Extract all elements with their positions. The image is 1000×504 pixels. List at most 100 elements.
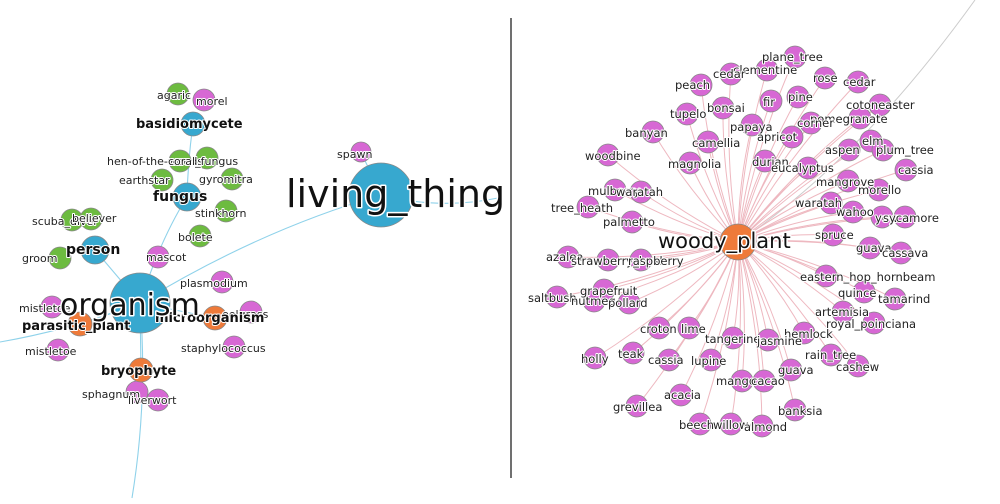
node-banyan[interactable] bbox=[641, 120, 665, 144]
node-holly[interactable] bbox=[583, 346, 607, 370]
node-lupine[interactable] bbox=[699, 348, 723, 372]
node-tangerine[interactable] bbox=[721, 326, 745, 350]
node-hemlock[interactable] bbox=[792, 321, 816, 345]
node-stinkhorn[interactable] bbox=[214, 199, 238, 223]
node-pollard[interactable] bbox=[617, 291, 641, 315]
node-willow[interactable] bbox=[719, 412, 743, 436]
node-woody-plant[interactable] bbox=[719, 223, 757, 261]
node-groom[interactable] bbox=[48, 246, 72, 270]
node-tupelo[interactable] bbox=[675, 102, 699, 126]
node-royal_poinciana[interactable] bbox=[862, 311, 886, 335]
node-staphylococcus[interactable] bbox=[222, 335, 246, 359]
node-spruce[interactable] bbox=[821, 223, 845, 247]
node-teak[interactable] bbox=[621, 341, 645, 365]
node-wahoo[interactable] bbox=[841, 200, 865, 224]
node-guava[interactable] bbox=[779, 358, 803, 382]
node-peach[interactable] bbox=[689, 73, 713, 97]
node-fir[interactable] bbox=[759, 89, 783, 113]
node-gyromitra[interactable] bbox=[220, 167, 244, 191]
node-cedar[interactable] bbox=[846, 70, 870, 94]
node-beech[interactable] bbox=[688, 412, 712, 436]
node-apricot[interactable] bbox=[780, 125, 804, 149]
node-artemisia[interactable] bbox=[831, 300, 855, 324]
node-eelgrass[interactable] bbox=[239, 300, 263, 324]
node-bryophyte[interactable] bbox=[128, 357, 154, 383]
node-eucalyptus[interactable] bbox=[796, 156, 820, 180]
node-cotoneaster[interactable] bbox=[868, 93, 892, 117]
node-papaya[interactable] bbox=[740, 113, 764, 137]
node-aspen[interactable] bbox=[837, 138, 861, 162]
node-cashew[interactable] bbox=[846, 354, 870, 378]
node-organism[interactable] bbox=[109, 272, 171, 334]
node-plasmodium[interactable] bbox=[210, 270, 234, 294]
node-coral_fungus[interactable] bbox=[195, 146, 219, 170]
node-person[interactable] bbox=[80, 235, 110, 265]
node-strawberry_bush[interactable] bbox=[596, 248, 620, 272]
node-tamarind[interactable] bbox=[883, 287, 907, 311]
node-grevillea[interactable] bbox=[625, 394, 649, 418]
node-bolete[interactable] bbox=[188, 224, 212, 248]
node-hen-of-the-woods[interactable] bbox=[168, 149, 192, 173]
node-yew[interactable] bbox=[870, 205, 894, 229]
node-sycamore[interactable] bbox=[893, 205, 917, 229]
right-graph-edge bbox=[737, 56, 796, 243]
node-cedar[interactable] bbox=[719, 62, 743, 86]
node-lime[interactable] bbox=[677, 316, 701, 340]
node-mangrove[interactable] bbox=[836, 169, 860, 193]
node-label-cedar: cedar bbox=[843, 75, 876, 89]
node-mistletoe_b[interactable] bbox=[46, 338, 70, 362]
node-azalea[interactable] bbox=[556, 245, 580, 269]
node-label-camellia: camellia bbox=[692, 136, 740, 150]
node-magnolia[interactable] bbox=[678, 151, 702, 175]
node-corner[interactable] bbox=[799, 111, 823, 135]
node-croton[interactable] bbox=[647, 316, 671, 340]
node-believer[interactable] bbox=[79, 207, 103, 231]
node-pine[interactable] bbox=[786, 85, 810, 109]
node-camellia[interactable] bbox=[696, 130, 720, 154]
node-mulberry[interactable] bbox=[603, 178, 627, 202]
node-cassia[interactable] bbox=[894, 158, 918, 182]
node-label-clementine: clementine bbox=[733, 63, 797, 77]
node-guava[interactable] bbox=[858, 236, 882, 260]
node-nutmeg[interactable] bbox=[582, 289, 606, 313]
node-liverwort[interactable] bbox=[146, 388, 170, 412]
node-saltbush[interactable] bbox=[545, 285, 569, 309]
node-plum_tree[interactable] bbox=[871, 138, 895, 162]
node-parasitic_plant[interactable] bbox=[67, 311, 93, 337]
node-waratah[interactable] bbox=[819, 191, 843, 215]
node-cassava[interactable] bbox=[889, 241, 913, 265]
node-living_thing[interactable] bbox=[348, 162, 414, 228]
node-almond[interactable] bbox=[750, 414, 774, 438]
node-plane_tree[interactable] bbox=[783, 45, 807, 69]
node-banksia[interactable] bbox=[783, 398, 807, 422]
node-morello[interactable] bbox=[867, 178, 891, 202]
node-cassia[interactable] bbox=[657, 348, 681, 372]
node-palmetto[interactable] bbox=[620, 210, 644, 234]
node-mascot[interactable] bbox=[146, 245, 170, 269]
node-label-raspberry: raspberry bbox=[628, 254, 684, 268]
node-waratah[interactable] bbox=[629, 180, 653, 204]
node-tree_heath[interactable] bbox=[576, 195, 600, 219]
node-raspberry[interactable] bbox=[629, 248, 653, 272]
node-woodbine[interactable] bbox=[596, 143, 620, 167]
node-eastern_hop_hornbeam[interactable] bbox=[814, 264, 838, 288]
node-durian[interactable] bbox=[753, 149, 777, 173]
node-jasmine[interactable] bbox=[756, 328, 780, 352]
node-quince[interactable] bbox=[852, 280, 876, 304]
node-microorganism[interactable] bbox=[202, 305, 228, 331]
node-earthstar[interactable] bbox=[150, 168, 174, 192]
node-label-nutmeg: nutmeg bbox=[571, 294, 616, 308]
node-fungus[interactable] bbox=[172, 182, 202, 212]
node-pomegranate[interactable] bbox=[848, 106, 872, 130]
node-agaric[interactable] bbox=[166, 82, 190, 106]
node-rose[interactable] bbox=[813, 66, 837, 90]
node-bonsai[interactable] bbox=[711, 96, 735, 120]
node-spawn[interactable] bbox=[350, 141, 372, 163]
node-basidiomycete[interactable] bbox=[180, 111, 206, 137]
node-morel[interactable] bbox=[192, 88, 216, 112]
node-acacia[interactable] bbox=[669, 383, 693, 407]
node-clementine[interactable] bbox=[755, 58, 779, 82]
node-mistletoe_a[interactable] bbox=[40, 295, 64, 319]
node-rain_tree[interactable] bbox=[819, 343, 843, 367]
node-cacao[interactable] bbox=[752, 369, 776, 393]
